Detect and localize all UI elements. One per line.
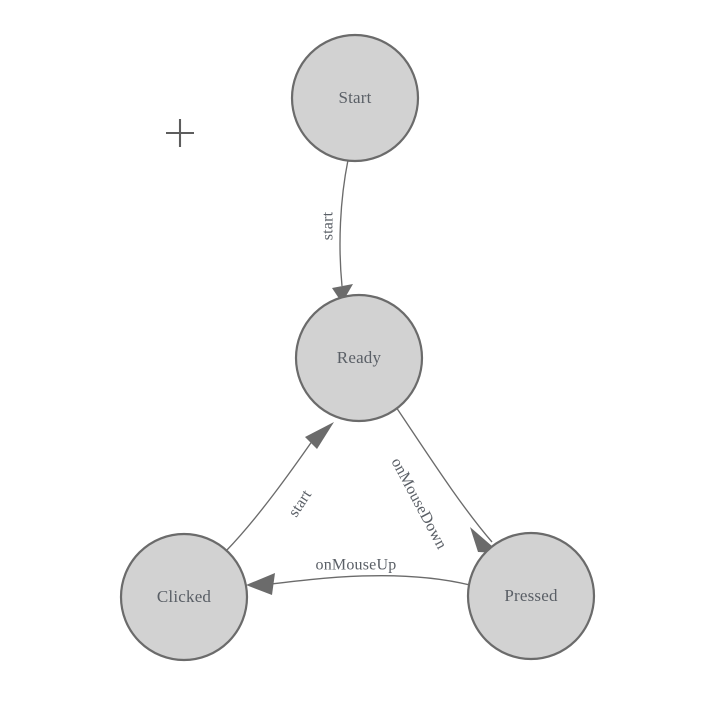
edge-line-clicked-to-ready bbox=[225, 436, 316, 552]
edge-clicked-to-ready[interactable]: start bbox=[225, 422, 334, 552]
edge-ready-to-pressed[interactable]: onMouseDown bbox=[388, 406, 500, 553]
edge-label-clicked-to-ready: start bbox=[285, 487, 315, 520]
node-start[interactable]: Start bbox=[290, 33, 420, 163]
edge-start-to-ready[interactable]: start bbox=[320, 159, 353, 303]
arrowhead-into-clicked bbox=[246, 573, 275, 595]
edge-pressed-to-clicked[interactable]: onMouseUp bbox=[246, 557, 471, 595]
node-pressed[interactable]: Pressed bbox=[466, 531, 596, 661]
node-pressed-circle[interactable] bbox=[466, 531, 596, 661]
edge-label-pressed-to-clicked: onMouseUp bbox=[316, 557, 397, 574]
arrowhead-into-ready-from-clicked bbox=[305, 422, 334, 449]
edge-label-start-to-ready: start bbox=[320, 211, 337, 240]
node-ready-label: Ready bbox=[337, 348, 382, 367]
node-clicked-circle[interactable] bbox=[119, 532, 249, 662]
edge-line-ready-to-pressed bbox=[395, 406, 493, 543]
node-clicked[interactable]: Clicked bbox=[119, 532, 249, 662]
node-ready[interactable]: Ready bbox=[294, 293, 424, 423]
node-pressed-label: Pressed bbox=[504, 586, 558, 605]
edge-line-start-to-ready bbox=[339, 159, 349, 287]
node-clicked-label: Clicked bbox=[157, 587, 212, 606]
node-start-circle[interactable] bbox=[290, 33, 420, 163]
edge-label-ready-to-pressed: onMouseDown bbox=[388, 455, 450, 552]
node-start-label: Start bbox=[338, 88, 371, 107]
node-ready-circle[interactable] bbox=[294, 293, 424, 423]
arrowhead-into-ready-from-start bbox=[332, 284, 353, 303]
edge-line-pressed-to-clicked bbox=[262, 574, 471, 586]
crosshair-icon bbox=[166, 119, 194, 147]
